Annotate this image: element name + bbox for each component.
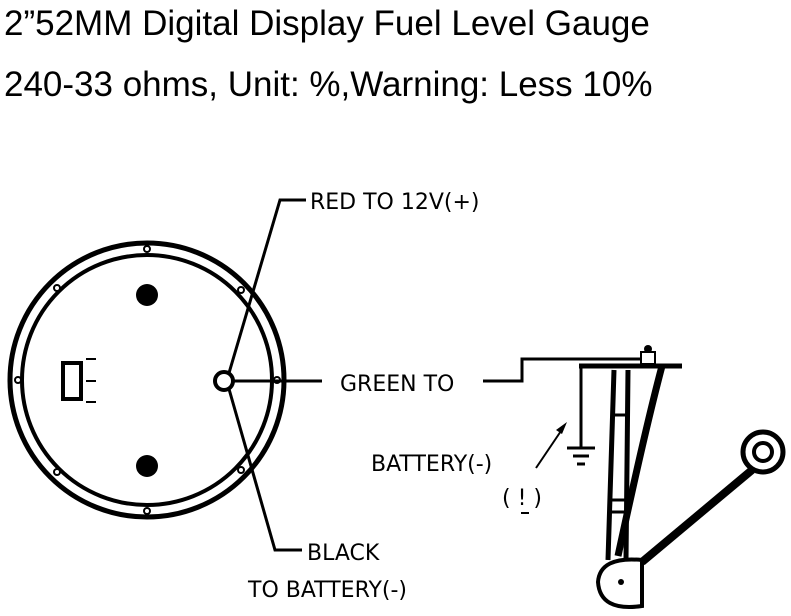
connector-icon bbox=[61, 361, 83, 401]
green-wire: GREEN TO bbox=[233, 357, 650, 397]
ground-icon bbox=[567, 446, 595, 466]
battery-label: BATTERY(-) bbox=[371, 452, 492, 477]
black-wire-label-line1: BLACK bbox=[307, 541, 380, 566]
terminal-icon bbox=[213, 370, 235, 392]
black-wire-label-line2: TO BATTERY(-) bbox=[247, 578, 407, 603]
mounting-hole-bottom bbox=[136, 455, 158, 477]
warning-icon: ( ! ) bbox=[502, 486, 542, 511]
diagram-title: 2”52MM Digital Display Fuel Level Gauge bbox=[4, 4, 650, 43]
black-wire: BLACK TO BATTERY(-) bbox=[227, 388, 407, 603]
diagram-subtitle: 240-33 ohms, Unit: %,Warning: Less 10% bbox=[4, 65, 653, 104]
red-wire-label: RED TO 12V(+) bbox=[310, 190, 480, 215]
mounting-hole-top bbox=[136, 284, 158, 306]
green-wire-label: GREEN TO bbox=[340, 372, 454, 397]
red-wire: RED TO 12V(+) bbox=[227, 190, 480, 374]
fuel-sender-unit bbox=[535, 345, 786, 609]
